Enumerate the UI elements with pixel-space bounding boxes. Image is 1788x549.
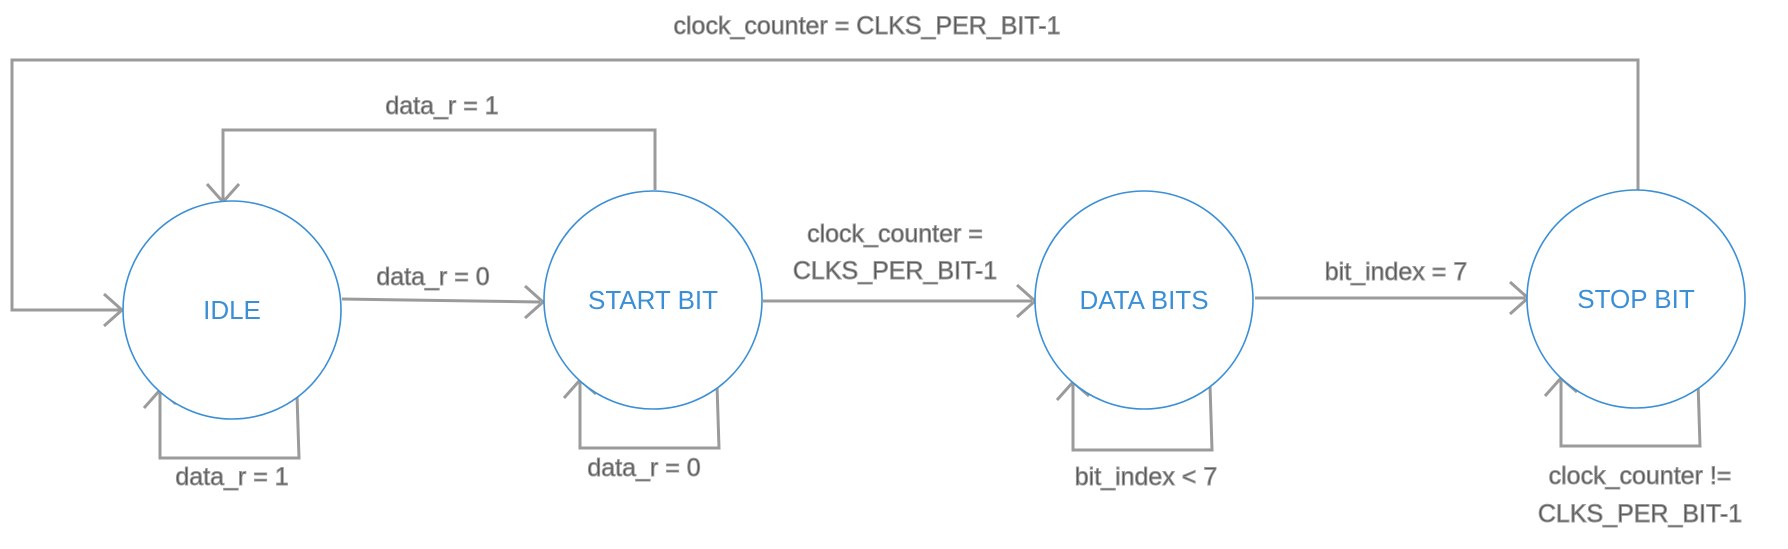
- state-circle-idle: [122, 200, 342, 420]
- state-circle-stop-bit: [1526, 189, 1746, 409]
- label-stop-self-line2: CLKS_PER_BIT-1: [1538, 500, 1742, 528]
- state-start-bit[interactable]: START BIT: [543, 190, 763, 410]
- edge-stop-to-idle: [10, 58, 1640, 312]
- edge-labels: clock_counter = CLKS_PER_BIT-1 data_r = …: [175, 12, 1743, 529]
- state-data-bits[interactable]: DATA BITS: [1034, 190, 1254, 410]
- arrowhead-stop-to-idle: [103, 292, 125, 328]
- label-stop-self-line1: clock_counter !=: [1549, 462, 1732, 490]
- label-start-to-data-line1: clock_counter =: [807, 220, 983, 248]
- edge-data-self: [1071, 384, 1214, 452]
- arrowhead-idle-to-start: [524, 284, 546, 320]
- states: IDLE START BIT DATA BITS STOP BIT: [122, 189, 1746, 420]
- edge-start-to-idle: [221, 128, 657, 200]
- state-circle-start-bit: [543, 190, 763, 410]
- label-start-self: data_r = 0: [587, 454, 700, 482]
- state-label-start-bit: START BIT: [588, 285, 718, 315]
- edge-stop-self: [1559, 380, 1702, 448]
- state-label-stop-bit: STOP BIT: [1577, 284, 1695, 314]
- edge-idle-to-start: [341, 297, 541, 304]
- edge-idle-self: [158, 392, 301, 460]
- label-data-to-stop: bit_index = 7: [1325, 258, 1467, 286]
- edge-start-self: [578, 382, 721, 450]
- state-stop-bit[interactable]: STOP BIT: [1526, 189, 1746, 409]
- label-data-self: bit_index < 7: [1075, 463, 1217, 491]
- state-idle[interactable]: IDLE: [122, 200, 342, 420]
- label-idle-to-start: data_r = 0: [376, 263, 489, 291]
- label-start-to-data-line2: CLKS_PER_BIT-1: [793, 257, 997, 285]
- label-start-to-idle: data_r = 1: [385, 92, 498, 120]
- state-circle-data-bits: [1034, 190, 1254, 410]
- label-stop-to-idle: clock_counter = CLKS_PER_BIT-1: [674, 12, 1061, 40]
- label-idle-self: data_r = 1: [175, 463, 288, 491]
- state-label-data-bits: DATA BITS: [1079, 285, 1208, 315]
- state-label-idle: IDLE: [203, 295, 261, 325]
